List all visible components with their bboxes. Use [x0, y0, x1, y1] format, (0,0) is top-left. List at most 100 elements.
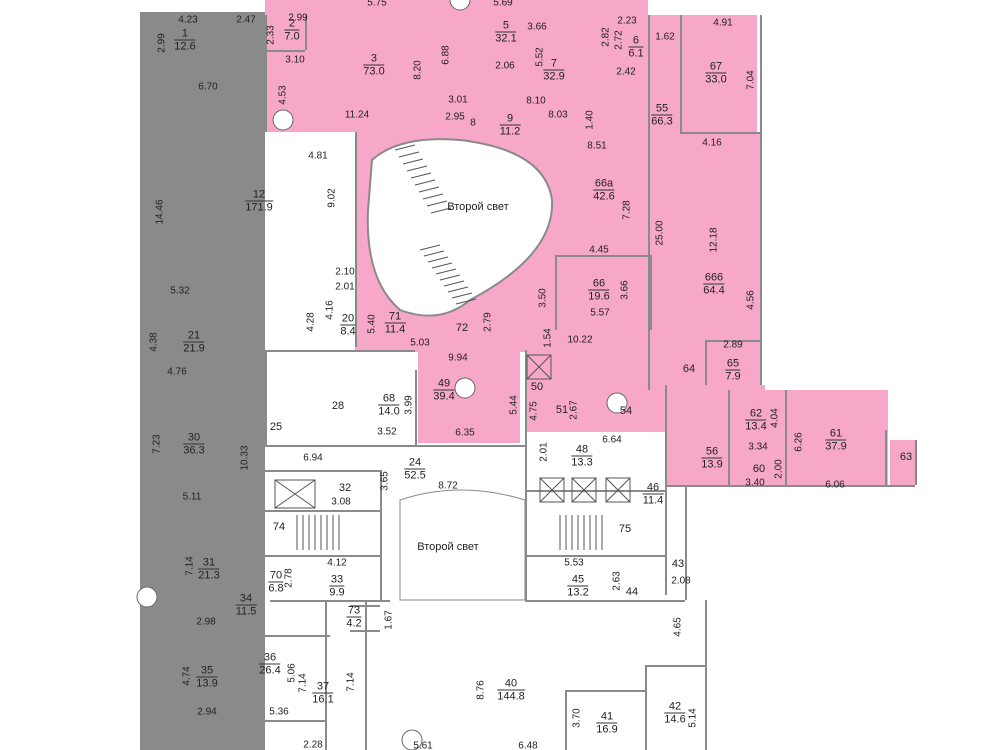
wall [265, 445, 525, 447]
room-area: 14.6 [664, 713, 686, 726]
room-number: 44 [625, 586, 639, 598]
stair-step [447, 286, 469, 293]
room-number: 28 [331, 400, 345, 412]
dimension-label: 9.02 [326, 188, 338, 208]
dimension-label: 12.18 [708, 227, 720, 253]
room-number: 54 [619, 405, 633, 417]
room-number: 60 [752, 463, 766, 475]
dimension-label: 4.74 [181, 666, 193, 686]
room-number: 64 [682, 363, 696, 375]
wall [645, 665, 705, 667]
wall [240, 12, 265, 132]
dimension-label: 2.79 [482, 312, 494, 332]
wall [305, 15, 307, 50]
room-number: 32 [338, 482, 352, 494]
room-area: 11.4 [642, 494, 664, 507]
dimension-label: 2.06 [495, 60, 515, 72]
room-number: 68 [378, 393, 400, 406]
dimension-label: 6.94 [303, 452, 323, 464]
room-area: 66.3 [651, 115, 673, 128]
room-area: 21.3 [198, 569, 220, 582]
rented-zone [728, 390, 888, 485]
dimension-label: 5.44 [508, 395, 520, 415]
wall [140, 135, 240, 137]
wall [260, 510, 380, 512]
elevator-shaft [571, 477, 597, 503]
room-63: 63 [899, 451, 913, 463]
dimension-label: 5.53 [564, 557, 584, 569]
room-number: 75 [618, 523, 632, 535]
wall [180, 635, 330, 637]
wall [265, 350, 415, 352]
room-area: 4.2 [346, 617, 362, 630]
dimension-label: 3.01 [448, 94, 468, 106]
second-light-label-lower: Второй свет [417, 541, 479, 553]
dimension-label: 2.23 [617, 15, 637, 27]
room-area: 32.9 [543, 70, 565, 83]
wall [885, 430, 887, 485]
room-area: 52.5 [404, 469, 426, 482]
dimension-label: 2.63 [611, 571, 623, 591]
room-number: 51 [555, 404, 569, 416]
room-number: 6 [628, 35, 644, 48]
room-number: 71 [384, 311, 406, 324]
room-area: 11.4 [384, 323, 406, 336]
elevator-shaft [539, 477, 565, 503]
dimension-label: 5.40 [366, 314, 378, 334]
room-area: 73.0 [363, 65, 385, 78]
room-number: 43 [671, 558, 685, 570]
stair-step [419, 244, 441, 251]
room-number: 49 [433, 378, 455, 391]
room-64: 64 [682, 363, 696, 375]
wall [665, 385, 667, 595]
wall [265, 15, 267, 132]
dimension-label: 4.53 [277, 85, 289, 105]
stair-step [427, 256, 449, 263]
column [401, 729, 423, 750]
room-75: 75 [618, 523, 632, 535]
room-area: 19.6 [588, 290, 610, 303]
rented-zone [265, 0, 648, 132]
wall [645, 665, 647, 750]
wall [265, 50, 305, 52]
dimension-label: 7.04 [745, 70, 757, 90]
room-number: 72 [455, 322, 469, 334]
dimension-label: 4.16 [324, 300, 336, 320]
dimension-label: 4.56 [745, 290, 757, 310]
room-number: 2 [284, 18, 300, 31]
room-number: 25 [269, 421, 283, 433]
stair-step [431, 262, 453, 269]
wall [365, 600, 367, 750]
room-number: 33 [329, 573, 345, 587]
room-area: 9.9 [329, 586, 345, 599]
room-number: 36 [259, 652, 281, 665]
elevator-cross [539, 477, 565, 503]
room-area: 13.3 [571, 456, 593, 469]
room-area: 171.9 [245, 201, 273, 214]
stair-step [406, 165, 428, 172]
dimension-label: 4.23 [178, 14, 198, 26]
stair-step [455, 298, 477, 305]
room-number: 66 [588, 278, 610, 291]
wall [705, 340, 707, 385]
wall [525, 490, 665, 492]
dimension-label: 8.20 [412, 60, 424, 80]
dimension-label: 3.34 [748, 441, 768, 453]
room-area: 6.1 [628, 47, 644, 60]
dimension-label: 5.36 [269, 706, 289, 718]
wall [665, 485, 915, 487]
column [272, 109, 294, 131]
dimension-label: 7.28 [621, 200, 633, 220]
dimension-label: 2.99 [156, 33, 168, 53]
